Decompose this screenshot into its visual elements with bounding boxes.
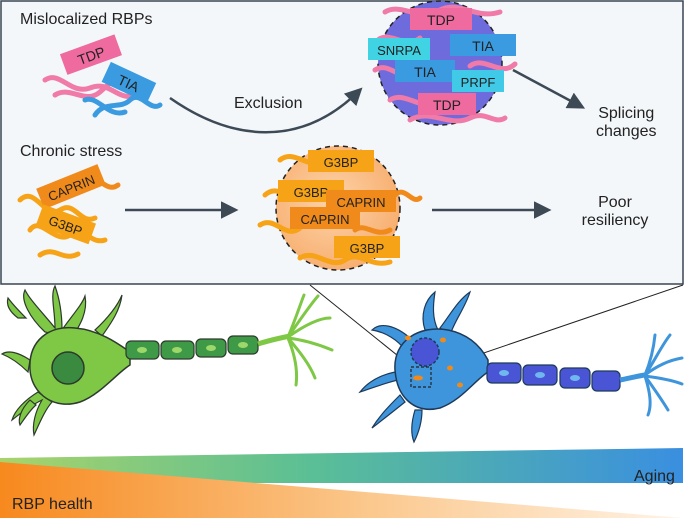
prpf-tag: PRPF [452,70,504,92]
svg-text:G3BP: G3BP [324,155,359,170]
caprin-tag-2: CAPRIN [326,190,396,212]
svg-text:CAPRIN: CAPRIN [336,195,385,210]
svg-text:G3BP: G3BP [350,241,385,256]
splicing-changes-label: Splicing changes [596,105,657,140]
snrpa-tag: SNRPA [368,38,430,60]
tdp-tag-3: TDP [418,93,476,115]
aging-gradient-wedge [0,448,683,483]
svg-text:TDP: TDP [427,12,455,28]
svg-text:TIA: TIA [414,64,436,80]
svg-text:SNRPA: SNRPA [377,43,421,58]
tia-tag-2: TIA [450,34,516,56]
healthy-nucleus [51,351,85,385]
svg-text:TIA: TIA [472,38,494,54]
aging-label: Aging [634,468,675,485]
splicing-condensate: TDP SNRPA TIA TIA PRPF TDP [368,0,518,126]
svg-text:CAPRIN: CAPRIN [300,212,349,227]
healthy-neuron [0,284,334,437]
tia-tag-1: TIA [101,61,157,103]
svg-text:TDP: TDP [433,97,461,113]
caprin-tag-3: CAPRIN [290,207,360,229]
zoom-box [410,366,432,388]
exclusion-label: Exclusion [234,95,303,112]
stress-granule: G3BP G3BP CAPRIN CAPRIN G3BP [257,145,423,271]
g3bp-tag-2: G3BP [308,150,374,172]
rbp-health-label: RBP health [12,496,93,513]
mislocalized-rbp-cluster: TDP TIA [42,34,163,118]
svg-text:G3BP: G3BP [294,185,329,200]
aged-neuron [358,290,684,444]
poor-resiliency-label: Poor resiliency [581,194,649,229]
aged-nucleus [410,337,440,367]
g3bp-tag-4: G3BP [334,236,400,258]
tia-tag-3: TIA [395,60,455,82]
chronic-stress-heading: Chronic stress [20,143,123,160]
tdp-tag-2: TDP [410,8,472,30]
mislocalized-rbps-heading: Mislocalized RBPs [20,11,153,28]
exclusion-arrow [169,87,363,134]
rbp-health-gradient-wedge [0,462,683,518]
splicing-arrow [512,68,586,109]
g3bp-tag-1: G3BP [35,204,97,245]
svg-text:PRPF: PRPF [461,75,496,90]
